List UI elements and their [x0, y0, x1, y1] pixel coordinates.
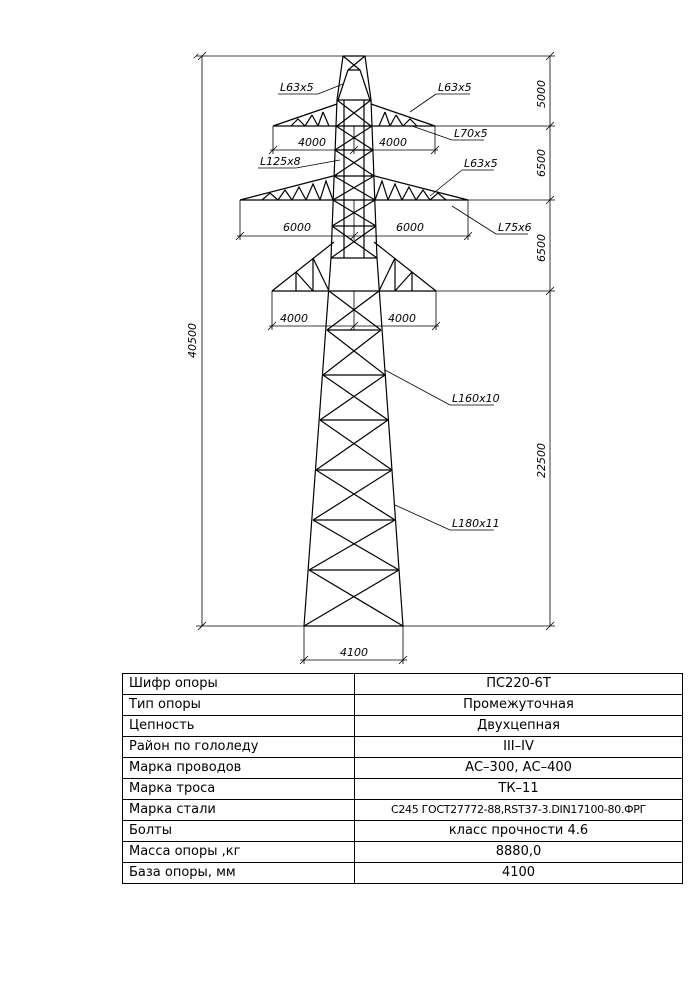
- row-value: класс прочности 4.6: [354, 820, 683, 842]
- row-label: Марка проводов: [122, 757, 355, 779]
- table-row: Болты класс прочности 4.6: [122, 820, 683, 842]
- table-row: Район по гололеду III–IV: [122, 736, 683, 758]
- tower-drawing: L63x5 L63x5 L70x5 L125x8 L63x5 L75x6 L16…: [186, 51, 555, 665]
- profile-label-body-upper: L160x10: [452, 392, 500, 405]
- leader-lines: [258, 83, 528, 531]
- row-label: Цепность: [122, 715, 355, 737]
- dim-upper-right: 4000: [379, 136, 407, 149]
- dim-middle-right: 6000: [396, 221, 424, 234]
- dim-lower-height: 22500: [535, 443, 548, 478]
- dim-middle-spacing: 6500: [535, 234, 548, 262]
- row-label: Район по гололеду: [122, 736, 355, 758]
- row-value: С245 ГОСТ27772-88,RST37-3.DIN17100-80.ФР…: [354, 799, 683, 821]
- row-value: АС–300, АС–400: [354, 757, 683, 779]
- spec-table: Шифр опоры ПС220-6Т Тип опоры Промежуточ…: [122, 673, 683, 884]
- dim-upper-spacing: 6500: [535, 149, 548, 177]
- profile-label-top-left: L63x5: [280, 81, 314, 94]
- dim-total-height: 40500: [186, 323, 199, 358]
- row-value: 4100: [354, 862, 683, 884]
- dim-base: 4100: [340, 646, 368, 659]
- row-label: Болты: [122, 820, 355, 842]
- row-value: III–IV: [354, 736, 683, 758]
- table-row: Цепность Двухцепная: [122, 715, 683, 737]
- row-label: Шифр опоры: [122, 673, 355, 695]
- row-value: 8880,0: [354, 841, 683, 863]
- table-row: Масса опоры ,кг 8880,0: [122, 841, 683, 863]
- profile-label-mid-arm-bottom: L75x6: [498, 221, 532, 234]
- table-row: Марка проводов АС–300, АС–400: [122, 757, 683, 779]
- dim-upper-left: 4000: [298, 136, 326, 149]
- profile-label-top-right: L63x5: [438, 81, 472, 94]
- profile-label-body-lower: L180x11: [452, 517, 500, 530]
- dim-lower-right: 4000: [388, 312, 416, 325]
- dim-middle-left: 6000: [283, 221, 311, 234]
- profile-label-upper-brace: L125x8: [260, 155, 301, 168]
- tower-structure: [239, 55, 469, 627]
- table-row: Марка троса ТК–11: [122, 778, 683, 800]
- row-label: Тип опоры: [122, 694, 355, 716]
- table-row: Марка стали С245 ГОСТ27772-88,RST37-3.DI…: [122, 799, 683, 821]
- table-row: База опоры, мм 4100: [122, 862, 683, 884]
- row-value: ПС220-6Т: [354, 673, 683, 695]
- row-value: Двухцепная: [354, 715, 683, 737]
- row-label: Марка троса: [122, 778, 355, 800]
- row-label: Марка стали: [122, 799, 355, 821]
- dim-lower-left: 4000: [280, 312, 308, 325]
- dimension-lines: [196, 51, 555, 665]
- row-label: Масса опоры ,кг: [122, 841, 355, 863]
- row-value: ТК–11: [354, 778, 683, 800]
- dim-peak-height: 5000: [535, 80, 548, 108]
- table-row: Тип опоры Промежуточная: [122, 694, 683, 716]
- row-value: Промежуточная: [354, 694, 683, 716]
- profile-label-mid-arm-top: L63x5: [464, 157, 498, 170]
- row-label: База опоры, мм: [122, 862, 355, 884]
- profile-label-upper-arm: L70x5: [454, 127, 488, 140]
- table-row: Шифр опоры ПС220-6Т: [122, 673, 683, 695]
